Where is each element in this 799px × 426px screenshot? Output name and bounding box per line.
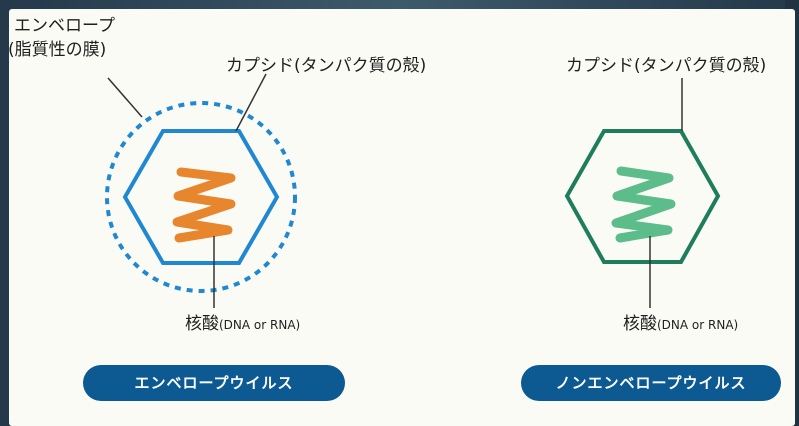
right-capsid-hexagon [564,129,721,264]
non-envelope-virus-label: ノンエンベロープウイルス [521,365,781,401]
envelope-leader-line [107,77,143,118]
left-capsid-label: カプシド(タンパク質の殻) [226,56,427,76]
left-nucleic-acid-zigzag [172,167,236,243]
right-nucleic-label-main: 核酸 [623,314,657,334]
right-nucleic-label-sub: (DNA or RNA) [657,318,739,332]
diagram-panel [9,9,795,426]
envelope-label-line1: エンベロープ [14,16,115,36]
right-nucleic-label: 核酸(DNA or RNA) [623,314,738,335]
left-nucleic-label-main: 核酸 [185,314,219,334]
envelope-label-line2: (脂質性の膜) [8,40,107,60]
left-nucleic-label: 核酸(DNA or RNA) [185,314,300,335]
envelope-virus-label: エンベロープウイルス [83,365,345,401]
envelope-membrane [105,101,297,293]
right-capsid-label: カプシド(タンパク質の殻) [566,56,767,76]
right-nucleic-acid-zigzag [611,166,676,243]
left-capsid-hexagon [122,129,280,265]
left-nucleic-label-sub: (DNA or RNA) [219,318,301,332]
left-capsid-leader-line [235,73,267,132]
